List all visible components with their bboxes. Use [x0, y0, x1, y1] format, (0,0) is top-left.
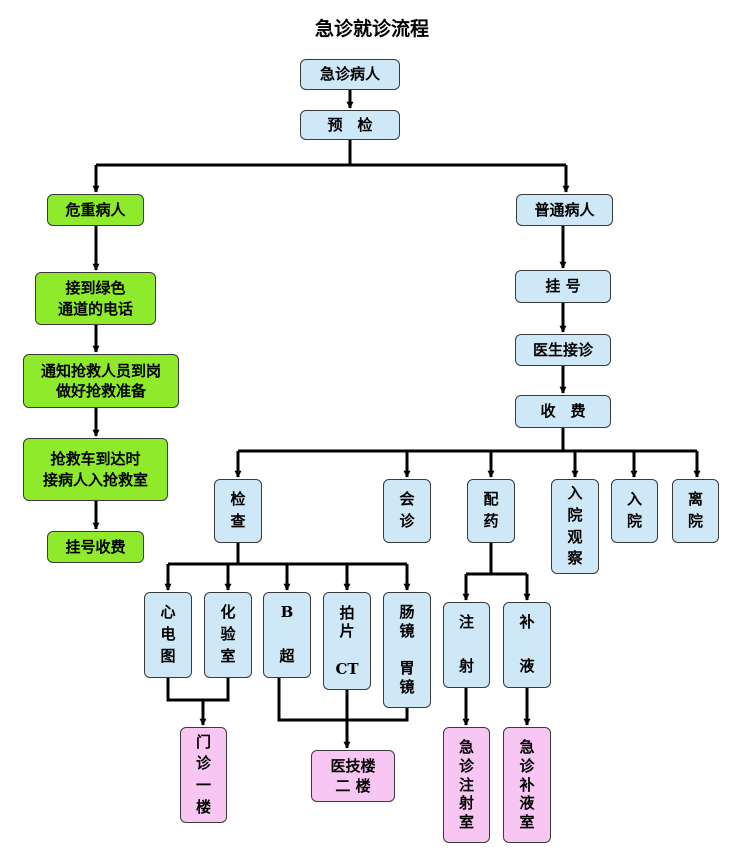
node-green-channel: 接到绿色 通道的电话 [35, 272, 156, 325]
node-payment: 收 费 [515, 395, 611, 428]
node-notify-staff: 通知抢救人员到岗 做好抢救准备 [23, 354, 179, 408]
node-examination: 检 查 [214, 479, 262, 543]
node-admit-observe: 入 院 观 察 [551, 479, 599, 574]
connector-exam-split [168, 543, 407, 566]
node-b-ultrasound: B 超 [263, 592, 311, 678]
connector-imaging-merge [277, 678, 409, 748]
node-discharge: 离 院 [672, 479, 719, 543]
connector-dispense-split [466, 543, 527, 576]
node-admit: 入 院 [611, 479, 658, 543]
node-ct: 拍 片 CT [323, 592, 371, 690]
node-dispense: 配 药 [467, 479, 515, 543]
connector-ecg-lab-merge [166, 678, 230, 725]
connector-triage-split [96, 140, 566, 167]
node-register-pay-critical: 挂号收费 [47, 531, 144, 563]
node-critical-patient: 危重病人 [47, 194, 144, 226]
node-lab: 化 验 室 [204, 592, 252, 678]
diagram-title: 急诊就诊流程 [314, 18, 429, 40]
node-er-injection-room: 急 诊 注 射 室 [443, 727, 490, 843]
node-normal-patient: 普通病人 [516, 194, 613, 226]
connector-payment-split [238, 428, 697, 453]
node-ecg: 心 电 图 [144, 592, 192, 678]
node-consultation: 会 诊 [383, 479, 431, 543]
node-register: 挂 号 [515, 270, 611, 303]
node-injection: 注 射 [443, 602, 490, 688]
node-triage: 预 检 [300, 110, 400, 140]
node-doctor-visit: 医生接诊 [515, 334, 611, 366]
node-infusion: 补 液 [503, 602, 551, 688]
node-ambulance: 抢救车到达时 接病人入抢救室 [23, 438, 168, 501]
node-tech-building-floor2: 医技楼 二 楼 [311, 750, 395, 802]
node-outpatient-floor1: 门 诊 一 楼 [180, 727, 227, 823]
node-endoscopy: 肠 镜 胃 镜 [383, 592, 431, 708]
node-er-infusion-room: 急 诊 补 液 室 [503, 727, 551, 843]
node-emergency-patient: 急诊病人 [300, 59, 400, 90]
